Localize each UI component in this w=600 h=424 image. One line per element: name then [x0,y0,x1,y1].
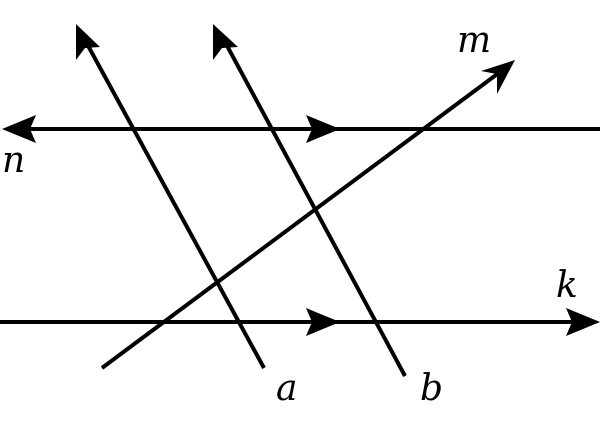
label-n: n [2,140,25,181]
line-m-stroke [100,70,502,370]
line-a [76,24,266,369]
line-m-arrowhead [481,60,515,94]
line-n [2,115,600,143]
line-b-stroke [223,41,407,377]
line-b [213,24,407,377]
label-m: m [457,20,491,61]
line-n-parallel-mark [306,115,340,143]
line-a-stroke [84,41,266,369]
label-k: k [556,265,578,306]
label-a: a [276,368,297,409]
line-b-arrowhead [213,24,238,60]
line-m [100,60,515,370]
line-k-parallel-mark [306,308,340,336]
line-k [0,308,600,336]
label-b: b [420,368,443,409]
line-k-right-arrowhead [566,308,600,336]
line-a-arrowhead [76,24,100,60]
line-n-left-arrowhead [2,115,36,143]
